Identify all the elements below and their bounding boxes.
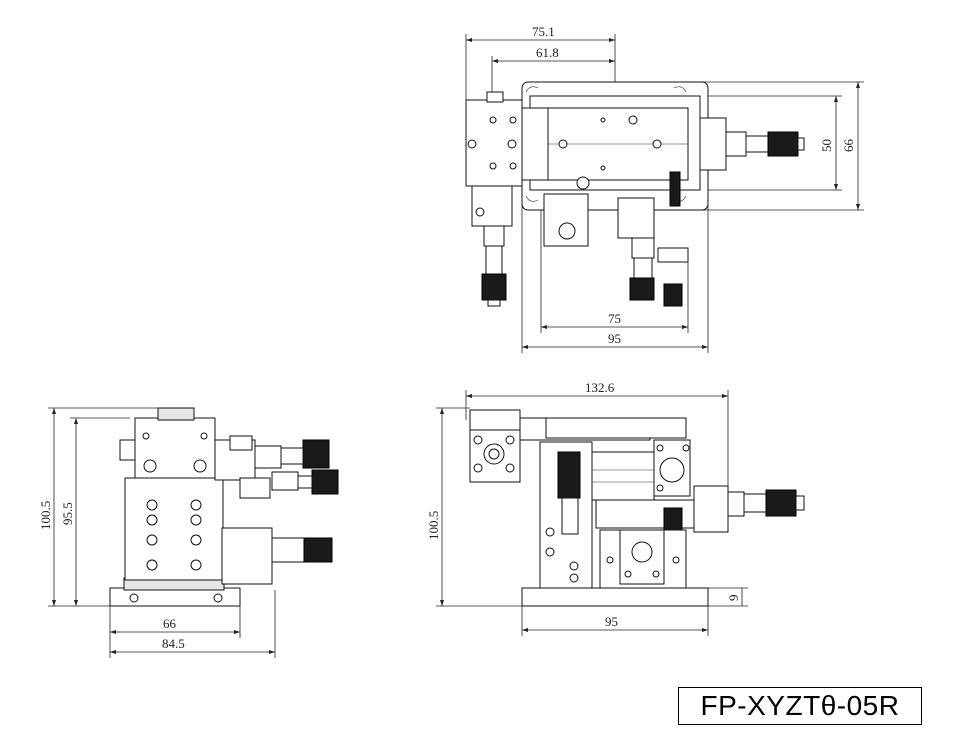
dim-side-95-5: 95.5 [60,502,75,525]
dim-front-95: 95 [605,614,618,629]
dim-front-132-6: 132.6 [585,380,615,395]
dim-side-100-5: 100.5 [38,501,53,530]
dim-front-9: 9 [726,595,741,602]
front-view: 132.6 100.5 95 9 [426,380,805,636]
dim-top-95: 95 [608,331,621,346]
top-view: 75.1 61.8 50 66 75 95 [465,24,864,353]
dim-top-75: 75 [608,311,621,326]
dim-top-66: 66 [841,139,856,153]
dim-front-100-5: 100.5 [426,511,441,540]
dim-side-66: 66 [163,616,177,631]
dim-side-84-5: 84.5 [162,636,185,651]
dim-top-75-1: 75.1 [532,24,555,39]
dim-top-61-8: 61.8 [536,45,559,60]
dim-top-50: 50 [819,139,834,152]
model-label: FP-XYZTθ-05R [678,687,922,725]
side-view: 100.5 95.5 66 84.5 [38,407,339,658]
